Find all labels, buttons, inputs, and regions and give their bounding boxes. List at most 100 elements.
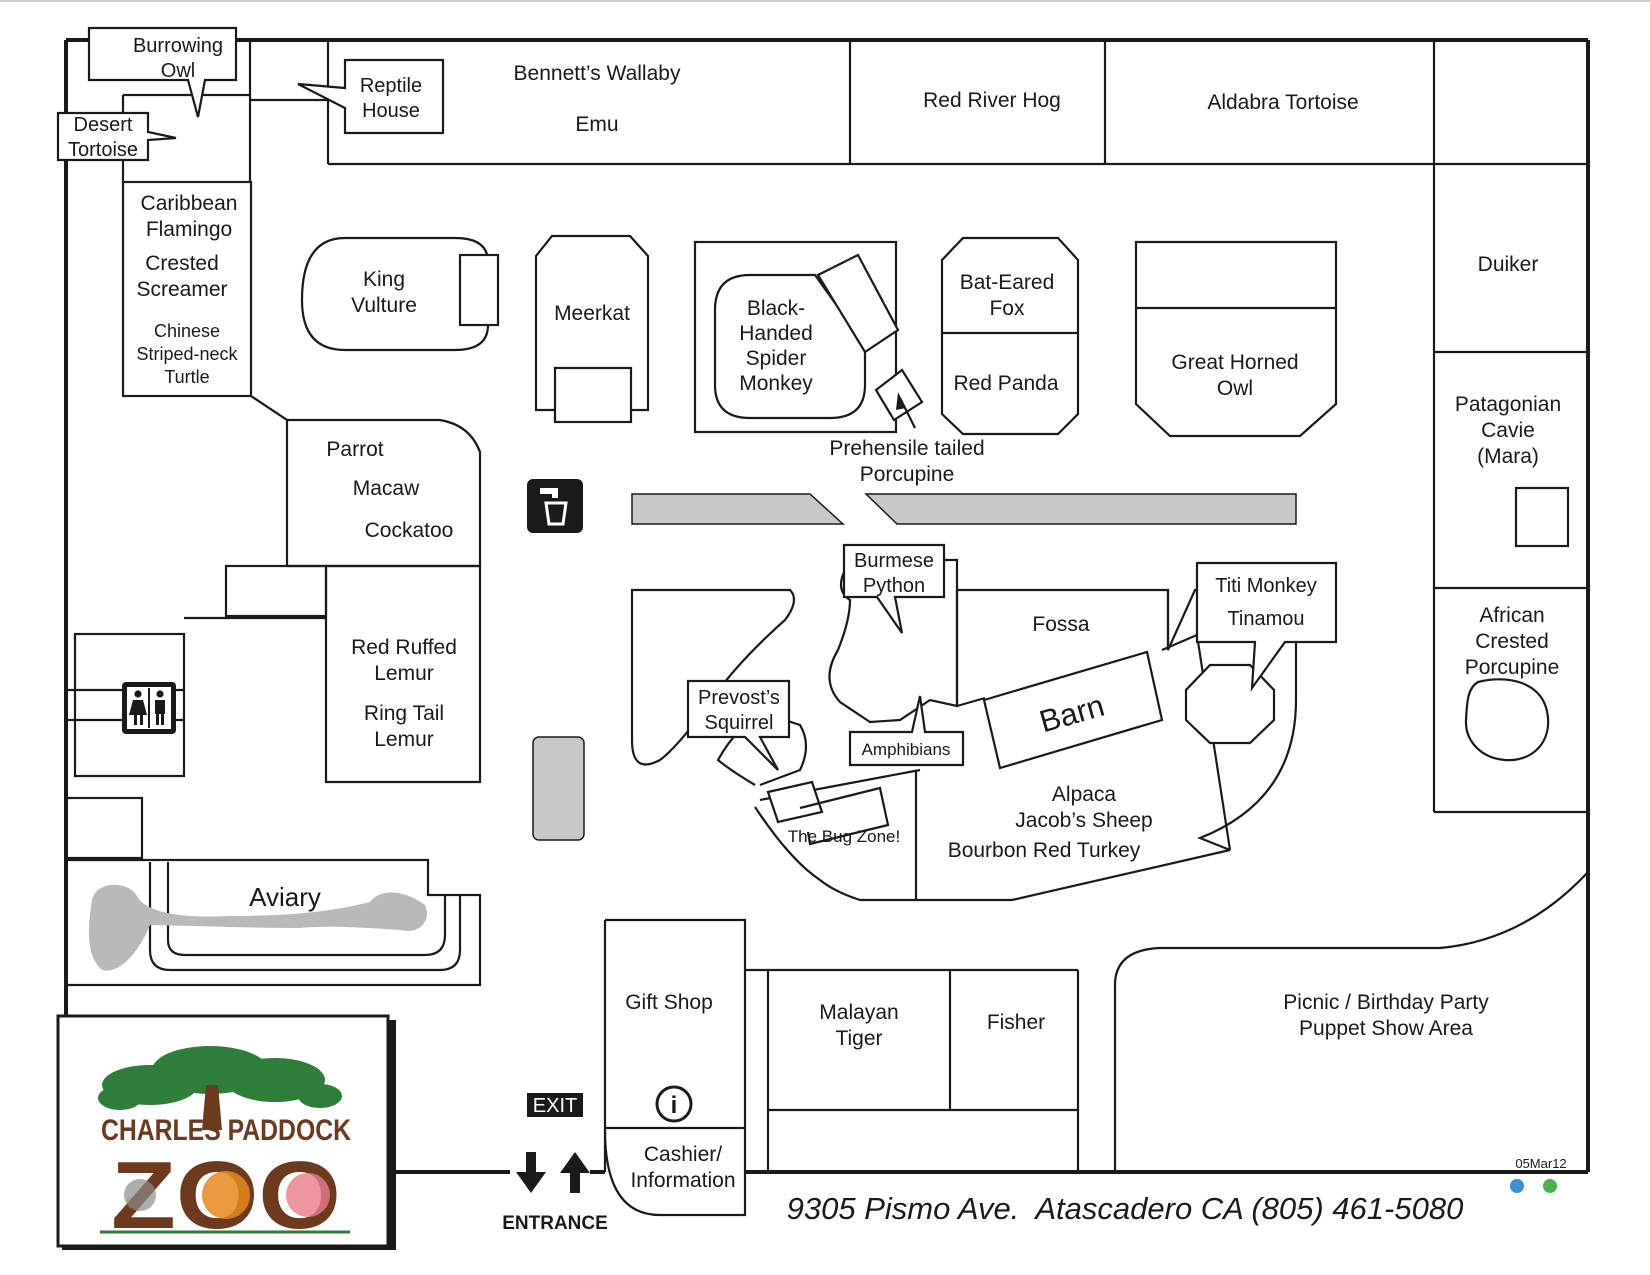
label-fisher: Fisher <box>987 1011 1045 1034</box>
drinking-fountain-icon <box>527 479 583 533</box>
restroom-icon <box>122 682 176 734</box>
label-ring-tail-lemur-1: Ring Tail <box>364 702 444 725</box>
label-parrot: Parrot <box>326 438 383 461</box>
label-aldabra-tortoise: Aldabra Tortoise <box>1207 91 1358 114</box>
label-chinese-turtle-3: Turtle <box>164 367 209 387</box>
label-cockatoo: Cockatoo <box>365 519 454 542</box>
label-burrowing-owl-2: Owl <box>161 60 195 82</box>
label-malayan-tiger-1: Malayan <box>819 1001 898 1024</box>
label-king-vulture-1: King <box>363 268 405 291</box>
label-picnic-1: Picnic / Birthday Party <box>1283 991 1489 1014</box>
label-bug-zone: The Bug Zone! <box>788 827 900 846</box>
tree-logo-icon <box>98 1046 342 1130</box>
walkways <box>532 493 1297 841</box>
label-alpaca: Alpaca <box>1052 783 1117 806</box>
label-cashier-2: Information <box>630 1169 735 1192</box>
label-gift-shop: Gift Shop <box>625 991 713 1014</box>
label-duiker: Duiker <box>1478 253 1539 276</box>
label-bennetts-wallaby: Bennett’s Wallaby <box>514 62 681 85</box>
label-prevosts-squirrel-1: Prevost’s <box>698 687 780 709</box>
callout-boxes <box>56 26 1338 771</box>
label-chinese-turtle-1: Chinese <box>154 321 220 341</box>
porcupine-pointer <box>896 392 916 429</box>
revision-date: 05Mar12 <box>1515 1156 1566 1171</box>
entrance-arrow-icon <box>560 1152 590 1193</box>
info-symbol: i <box>671 1092 678 1119</box>
label-desert-tortoise-2: Tortoise <box>68 139 138 161</box>
label-emu: Emu <box>575 113 618 136</box>
label-caribbean-flamingo-1: Caribbean <box>141 192 238 215</box>
label-african-porcupine-2: Crested <box>1475 630 1549 653</box>
label-jacobs-sheep: Jacob’s Sheep <box>1015 809 1152 832</box>
label-african-porcupine-1: African <box>1479 604 1544 627</box>
label-burmese-python-2: Python <box>863 575 925 597</box>
label-porcupine-1: Prehensile tailed <box>829 437 984 460</box>
label-burmese-python-1: Burmese <box>854 550 934 572</box>
label-amphibians: Amphibians <box>862 740 951 759</box>
address: 9305 Pismo Ave. Atascadero CA (805) 461-… <box>787 1191 1464 1226</box>
label-porcupine-2: Porcupine <box>860 463 955 486</box>
label-ring-tail-lemur-2: Lemur <box>374 728 434 751</box>
label-great-horned-owl-2: Owl <box>1217 377 1253 400</box>
label-crested-screamer-2: Screamer <box>136 278 227 301</box>
info-icon: i <box>655 1085 693 1123</box>
label-crested-screamer-1: Crested <box>145 252 219 275</box>
label-patagonian-cavie-1: Patagonian <box>1455 393 1561 416</box>
label-tinamou: Tinamou <box>1227 608 1304 630</box>
label-prevosts-squirrel-2: Squirrel <box>705 712 774 734</box>
exit-sign: EXIT <box>527 1093 583 1117</box>
label-reptile-house-2: House <box>362 100 420 122</box>
label-aviary: Aviary <box>249 882 321 912</box>
top-row-enclosures <box>248 40 1588 814</box>
exit-arrow-icon <box>516 1152 546 1193</box>
label-patagonian-cavie-3: (Mara) <box>1477 445 1539 468</box>
label-turkey: Bourbon Red Turkey <box>948 839 1141 862</box>
label-burrowing-owl-1: Burrowing <box>133 35 223 57</box>
label-chinese-turtle-2: Striped-neck <box>136 344 238 364</box>
label-red-ruffed-lemur-1: Red Ruffed <box>351 636 457 659</box>
label-desert-tortoise-1: Desert <box>74 114 133 136</box>
label-patagonian-cavie-2: Cavie <box>1481 419 1535 442</box>
label-spider-monkey-3: Spider <box>746 347 807 370</box>
label-bat-eared-fox-1: Bat-Eared <box>960 271 1055 294</box>
label-african-porcupine-3: Porcupine <box>1465 656 1560 679</box>
label-reptile-house-1: Reptile <box>360 75 422 97</box>
label-meerkat: Meerkat <box>554 302 630 325</box>
entrance-label: ENTRANCE <box>502 1213 608 1234</box>
label-titi-monkey: Titi Monkey <box>1215 575 1317 597</box>
label-fossa: Fossa <box>1032 613 1090 636</box>
label-spider-monkey-1: Black- <box>747 297 805 320</box>
green-dot <box>1543 1179 1557 1193</box>
label-bat-eared-fox-2: Fox <box>989 297 1025 320</box>
label-caribbean-flamingo-2: Flamingo <box>146 218 232 241</box>
label-king-vulture-2: Vulture <box>351 294 417 317</box>
label-spider-monkey-2: Handed <box>739 322 813 345</box>
label-red-ruffed-lemur-2: Lemur <box>374 662 434 685</box>
label-red-river-hog: Red River Hog <box>923 89 1061 112</box>
label-cashier-1: Cashier/ <box>644 1143 722 1166</box>
south-center-enclosures <box>603 558 1589 1217</box>
label-spider-monkey-4: Monkey <box>739 372 813 395</box>
label-macaw: Macaw <box>353 477 420 500</box>
label-malayan-tiger-2: Tiger <box>835 1027 882 1050</box>
zoo-logo: CHARLES PADDOCK ZOO <box>56 1014 396 1250</box>
